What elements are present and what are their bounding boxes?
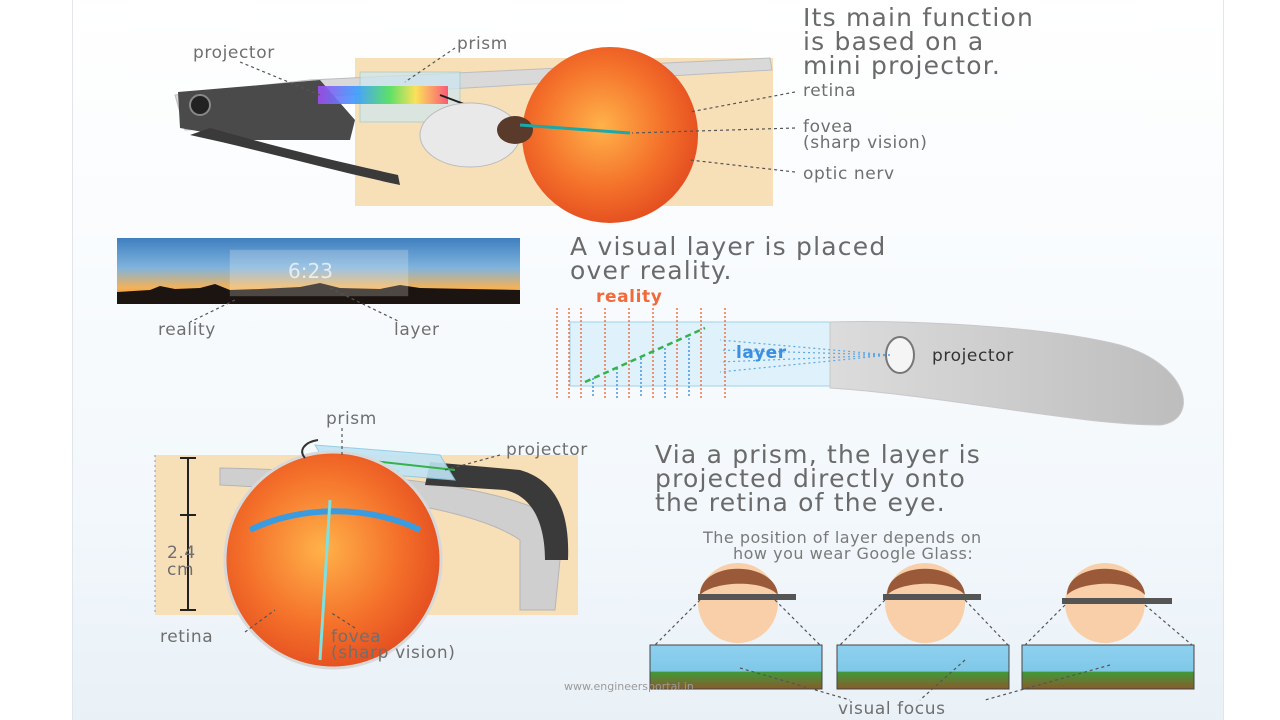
screen-view-1 <box>649 644 823 690</box>
eyeball-bottom <box>223 450 443 670</box>
heading-via-prism-2: projected directly onto <box>655 464 966 493</box>
label-reality-photo: reality <box>158 320 216 340</box>
position-note-1: The position of layer depends on <box>703 528 982 547</box>
heading-visual-layer-1: A visual layer is placed <box>570 232 887 261</box>
label-projector-rays: projector <box>932 346 1014 366</box>
face-callout-lines <box>654 599 1193 701</box>
heading-via-prism-1: Via a prism, the layer is <box>655 440 982 469</box>
label-visual-focus: visual focus <box>838 699 946 719</box>
label-prism-top: prism <box>457 34 508 54</box>
watermark: www.engineersportal.in <box>564 680 694 693</box>
light-path-to-fovea <box>519 123 631 135</box>
heading-via-prism-3: the retina of the eye. <box>655 488 946 517</box>
reality-orange-rays <box>556 308 726 398</box>
label-layer-rays: layer <box>736 343 787 363</box>
eyeball-cross-section <box>522 47 698 223</box>
layer-beam-rays <box>719 339 891 373</box>
reality-rays-figure <box>556 308 1184 426</box>
label-measure-unit: cm <box>167 560 195 580</box>
bottom-prism-eye-figure <box>154 428 578 670</box>
face-variants <box>649 563 1195 701</box>
top-callout-lines <box>239 47 796 173</box>
prism-green-line <box>584 326 706 384</box>
light-to-fovea <box>318 499 332 661</box>
label-layer-photo: layer <box>394 320 440 340</box>
heading-main-function-1: Its main function <box>803 3 1035 32</box>
label-measure-value: 2.4 <box>167 543 196 563</box>
reality-photo <box>117 238 520 323</box>
screen-view-3 <box>1021 644 1195 690</box>
glass-arm <box>190 128 400 185</box>
projector-beam <box>318 86 448 104</box>
rotate-arrow-icon <box>301 439 319 459</box>
face-3 <box>1021 563 1195 690</box>
city-skyline <box>117 283 520 304</box>
heading-visual-layer-2: over reality. <box>570 256 733 285</box>
label-projector-top: projector <box>193 43 275 63</box>
glass-temple-arm <box>829 321 1184 426</box>
cornea-lens <box>248 508 422 533</box>
glass-projector-housing <box>178 80 355 140</box>
label-sharp-vision-bottom: (sharp vision) <box>331 643 456 663</box>
label-prism-bottom: prism <box>326 409 377 429</box>
label-retina-bottom: retina <box>160 627 214 647</box>
iris <box>497 116 533 144</box>
label-fovea-bottom: fovea <box>331 627 382 647</box>
photo-time-display: 6:23 <box>288 259 333 283</box>
camera-lens-icon <box>189 94 211 116</box>
projector-lens-icon <box>885 336 915 374</box>
position-note-2: how you wear Google Glass: <box>733 544 974 563</box>
label-retina-top: retina <box>803 81 857 101</box>
measurement-bar <box>180 457 196 611</box>
screen-view-2 <box>836 644 1010 690</box>
glass-housing-dark <box>425 462 569 560</box>
label-projector-bottom: projector <box>506 440 588 460</box>
face-2 <box>836 563 1010 690</box>
heading-main-function-2: is based on a <box>803 27 985 56</box>
label-fovea-top: fovea <box>803 117 854 137</box>
face-1 <box>649 563 823 690</box>
top-glass-eye-figure <box>174 47 773 223</box>
heading-main-function-3: mini projector. <box>803 51 1002 80</box>
label-sharp-vision-top: (sharp vision) <box>803 133 928 153</box>
display-layer-overlay <box>229 249 409 297</box>
label-optic-nerv: optic nerv <box>803 164 895 184</box>
label-reality-rays: reality <box>596 287 663 307</box>
layer-blue-rays <box>592 338 690 398</box>
